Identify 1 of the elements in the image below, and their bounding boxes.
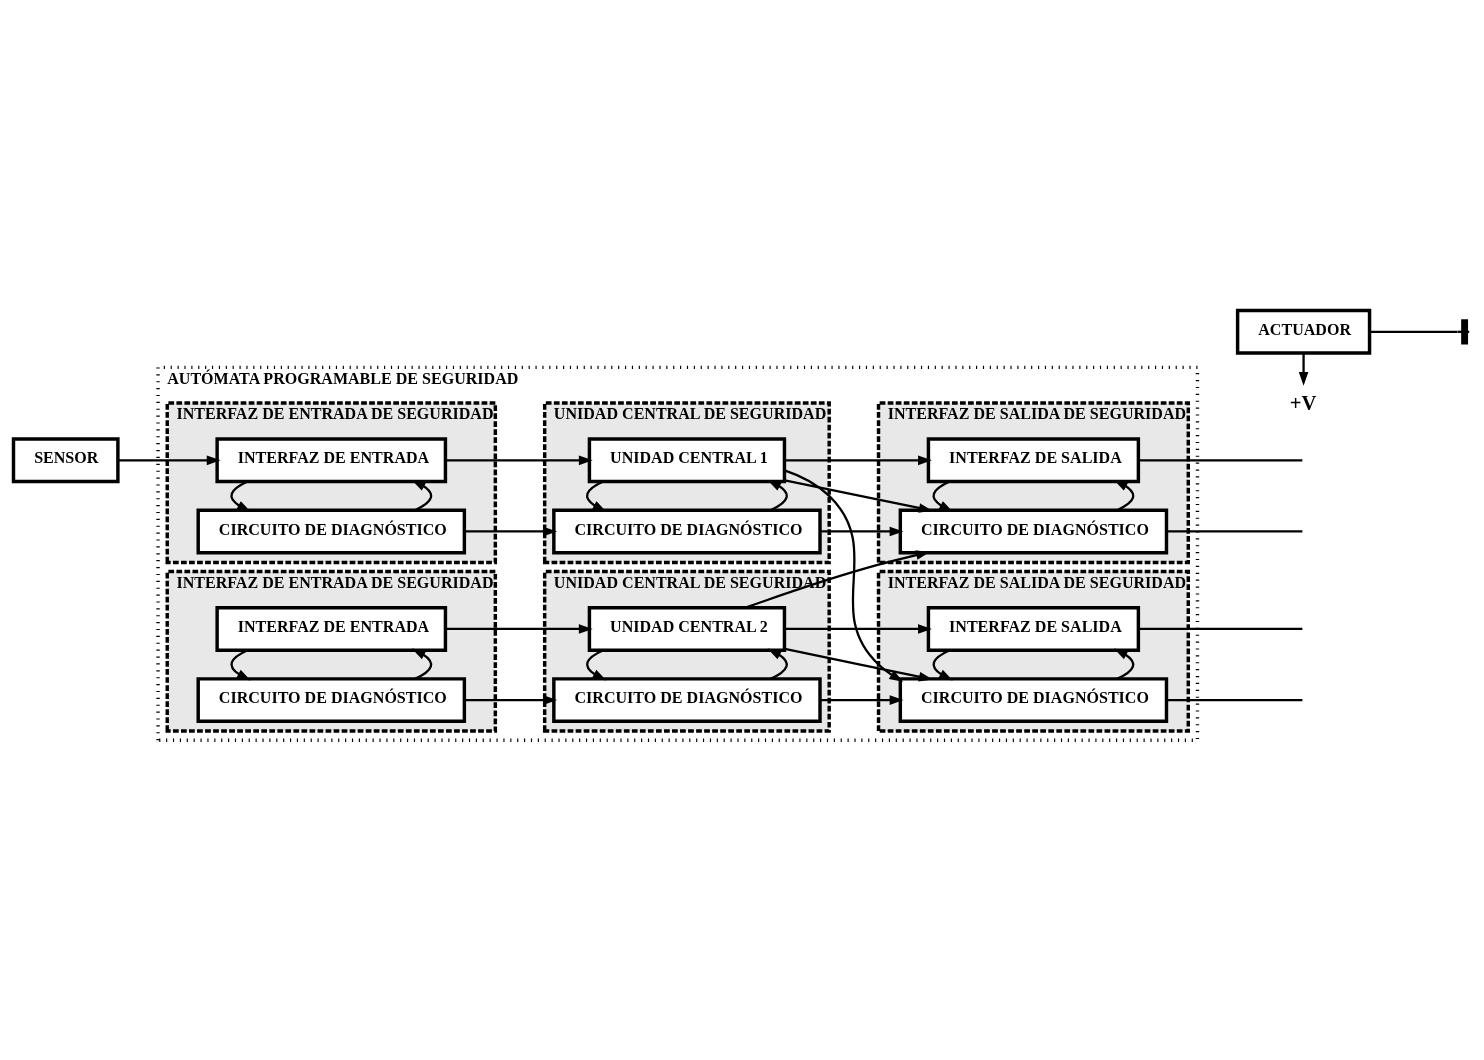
node-text: +V (1289, 392, 1317, 415)
